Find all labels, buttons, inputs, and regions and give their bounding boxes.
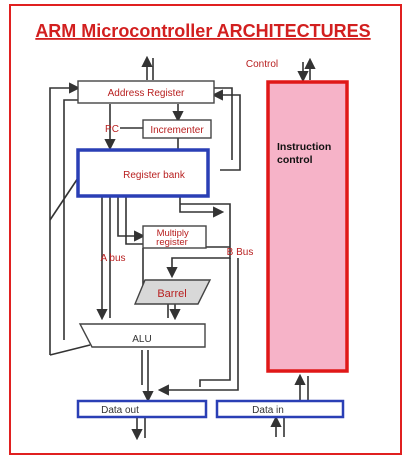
- register-bank-box: [76, 148, 210, 198]
- bus-lines: [49, 55, 316, 441]
- barrel-shifter-shape: [133, 279, 212, 305]
- incrementer-label: Incrementer: [150, 125, 204, 136]
- a-bus-label: A bus: [100, 253, 125, 264]
- address-register-box: [77, 80, 215, 104]
- alu-label: ALU: [132, 334, 151, 345]
- multiply-register-box: [142, 225, 207, 249]
- alu-shape: [78, 323, 206, 348]
- barrel-shifter-label: Barrel: [157, 288, 186, 300]
- diagram-title: ARM Microcontroller ARCHITECTURES: [35, 21, 370, 41]
- data-in-box: [215, 399, 345, 419]
- data-out-box: [76, 399, 208, 419]
- outer-frame: [9, 4, 402, 455]
- instruction-control-label: Instruction control: [277, 141, 334, 166]
- control-label: Control: [246, 59, 278, 70]
- b-bus-label: B Bus: [227, 247, 254, 258]
- data-out-label: Data out: [101, 405, 139, 416]
- register-bank-label: Register bank: [123, 170, 186, 181]
- instruction-control-box: [266, 80, 349, 373]
- incrementer-box: [142, 119, 212, 139]
- pc-label: PC: [105, 124, 119, 135]
- data-in-label: Data in: [252, 405, 284, 416]
- multiply-register-label: Multiply register: [156, 228, 191, 248]
- address-register-label: Address Register: [108, 88, 185, 99]
